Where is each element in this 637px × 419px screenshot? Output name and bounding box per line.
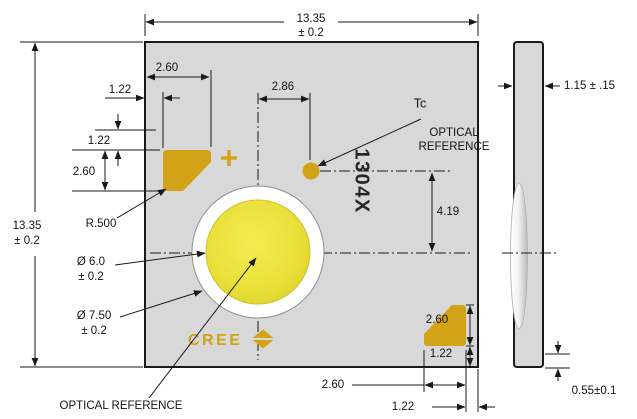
tc-label: Tc [414, 96, 427, 110]
dim-tc-offset-x-label: 2.86 [272, 81, 294, 93]
dim-base-thickness: 0.55±0.1 [545, 341, 616, 397]
dim-thickness-label: 1.15 ± .15 [564, 80, 615, 92]
dim-corner-radius-label: R.500 [86, 218, 117, 230]
dim-tc-offset-y-label: 4.19 [437, 206, 459, 218]
package-body [144, 41, 479, 368]
dim-edge-gap-left-label: 1.22 [88, 135, 110, 147]
dim-edge-gap-bottom: 1.22 [392, 369, 495, 413]
dim-corner-radius: R.500 [86, 188, 167, 230]
dim-overall-width-label: 13.35 [297, 13, 326, 25]
optical-reference-right-line2: REFERENCE [419, 141, 490, 153]
dim-thickness: 1.15 ± .15 [498, 55, 615, 94]
tc-point [302, 162, 320, 180]
dim-edge-gap-bottom-label: 1.22 [392, 401, 414, 413]
dim-edge-gap-right-label: 1.22 [430, 348, 452, 360]
dim-pad-span-right-label: 2.60 [426, 314, 448, 326]
brand-text: CREE [188, 332, 242, 349]
dim-edge-gap-top-label: 1.22 [109, 84, 131, 96]
dim-tc-offset-x: 2.86 [258, 81, 311, 160]
dim-pad-span-bottom-label: 2.60 [322, 379, 344, 391]
dim-tc-offset-y: 4.19 [428, 172, 459, 252]
dim-aperture-diameter-tolerance: ± 0.2 [81, 325, 107, 337]
front-dimensions: 13.35 ± 0.2 13.35 ± 0.2 2.60 1.22 [13, 13, 495, 413]
dim-edge-gap-top: 1.22 [105, 84, 180, 148]
optical-reference-right-line1: OPTICAL [429, 127, 479, 139]
dim-pad-span-left: 2.60 [72, 149, 160, 192]
anode-pad [163, 150, 211, 191]
dim-overall-height-tolerance: ± 0.2 [14, 235, 40, 247]
side-lens-profile [510, 182, 528, 330]
optical-reference-callout: OPTICAL REFERENCE [60, 257, 257, 412]
dim-emitter-diameter-tolerance: ± 0.2 [78, 271, 104, 283]
dim-emitter-diameter: Ø 6.0 ± 0.2 [77, 250, 206, 283]
dim-overall-width-tolerance: ± 0.2 [298, 27, 324, 39]
dim-overall-width: 13.35 ± 0.2 [144, 13, 479, 39]
dim-pad-span-right: 2.60 [426, 304, 474, 347]
dim-overall-height-label: 13.35 [13, 220, 42, 232]
marking-text: 1304X [351, 148, 373, 213]
dim-pad-span-top: 2.60 [146, 62, 212, 147]
polarity-plus-icon [221, 150, 237, 166]
front-view: 1304X CREE [144, 41, 479, 368]
dim-edge-gap-right: 1.22 [430, 346, 474, 367]
side-view: 1.15 ± .15 0.55±0.1 [498, 41, 616, 397]
dim-pad-span-top-label: 2.60 [156, 62, 178, 74]
dim-aperture-diameter-label: Ø 7.50 [77, 310, 112, 322]
optical-reference-bottom-label: OPTICAL REFERENCE [60, 400, 183, 412]
cathode-pad [424, 305, 466, 346]
dim-pad-span-left-label: 2.60 [73, 166, 95, 178]
dim-aperture-diameter: Ø 7.50 ± 0.2 [77, 290, 203, 337]
dim-edge-gap-left: 1.22 [88, 114, 156, 166]
dim-base-thickness-label: 0.55±0.1 [572, 385, 617, 397]
dim-pad-span-bottom: 2.60 [322, 350, 467, 412]
tc-callout: Tc OPTICAL REFERENCE [317, 96, 490, 167]
dim-overall-height: 13.35 ± 0.2 [13, 41, 143, 368]
emitter-circle [205, 199, 311, 305]
cree-diamond-icon [252, 329, 274, 349]
dim-emitter-diameter-label: Ø 6.0 [77, 256, 105, 268]
